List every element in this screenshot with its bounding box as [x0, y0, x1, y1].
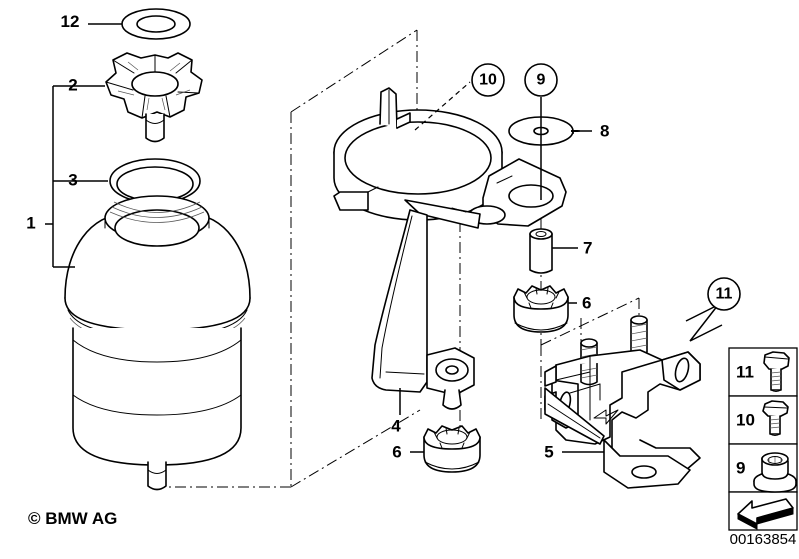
- part-oil-reservoir: [64, 195, 251, 491]
- part-sealing-ring: [121, 8, 191, 40]
- part-bolt-stud-right: [630, 315, 648, 356]
- copyright-notice: © BMW AG: [28, 509, 117, 528]
- callout-6-upper: 6: [582, 294, 591, 313]
- callout-11-label: 11: [716, 286, 733, 303]
- callout-5: 5: [544, 443, 553, 462]
- legend-table: 11 10: [728, 347, 798, 548]
- callout-8: 8: [574, 122, 609, 141]
- part-rubber-mount-lower: [423, 425, 481, 473]
- callout-3: 3: [68, 170, 77, 189]
- callout-9-label: 9: [537, 72, 546, 89]
- diagram-id-caption: 00163854: [730, 531, 797, 548]
- part-rubber-mount-upper: [513, 285, 569, 333]
- callout-12: 12: [61, 12, 80, 31]
- flange-nut-icon: [753, 452, 797, 493]
- legend-row-11: 11: [736, 351, 790, 392]
- legend-row-11-number: 11: [736, 363, 754, 382]
- legend-row-arrow: [737, 498, 794, 530]
- callout-7-label: 7: [583, 239, 592, 258]
- callout-4-label: 4: [391, 417, 401, 436]
- callout-6-upper-label: 6: [582, 294, 591, 313]
- callout-2: 2: [68, 75, 77, 94]
- callout-1: 1: [26, 213, 35, 232]
- legend-row-10-number: 10: [736, 411, 755, 430]
- part-reservoir-bracket: [371, 209, 475, 410]
- callout-10: 10: [471, 63, 505, 97]
- legend-row-9: 9: [736, 452, 797, 493]
- callout-11: 11: [707, 277, 741, 311]
- callout-5-label: 5: [544, 443, 553, 462]
- callout-9: 9: [524, 63, 558, 97]
- callout-10-label: 10: [479, 72, 497, 89]
- part-mounting-bracket: [544, 349, 701, 489]
- callout-3-label: 3: [68, 170, 77, 189]
- callout-4: 4: [391, 417, 401, 436]
- callout-7: 7: [583, 239, 592, 258]
- callout-12-label: 12: [61, 12, 80, 31]
- part-reservoir-cap: [105, 52, 203, 143]
- hex-bolt-long-icon: [763, 351, 790, 392]
- callout-6-lower-label: 6: [392, 443, 401, 462]
- callout-8-label: 8: [600, 122, 609, 141]
- direction-arrow-icon: [737, 498, 794, 530]
- callout-1-label: 1: [26, 213, 35, 232]
- part-clamp-ring: [333, 87, 567, 229]
- part-spacer-sleeve: [529, 228, 553, 274]
- callout-2-label: 2: [68, 75, 77, 94]
- hex-bolt-short-icon: [762, 400, 789, 436]
- callout-6-lower: 6: [392, 443, 401, 462]
- legend-row-9-number: 9: [736, 459, 745, 478]
- legend-row-10: 10: [736, 400, 789, 436]
